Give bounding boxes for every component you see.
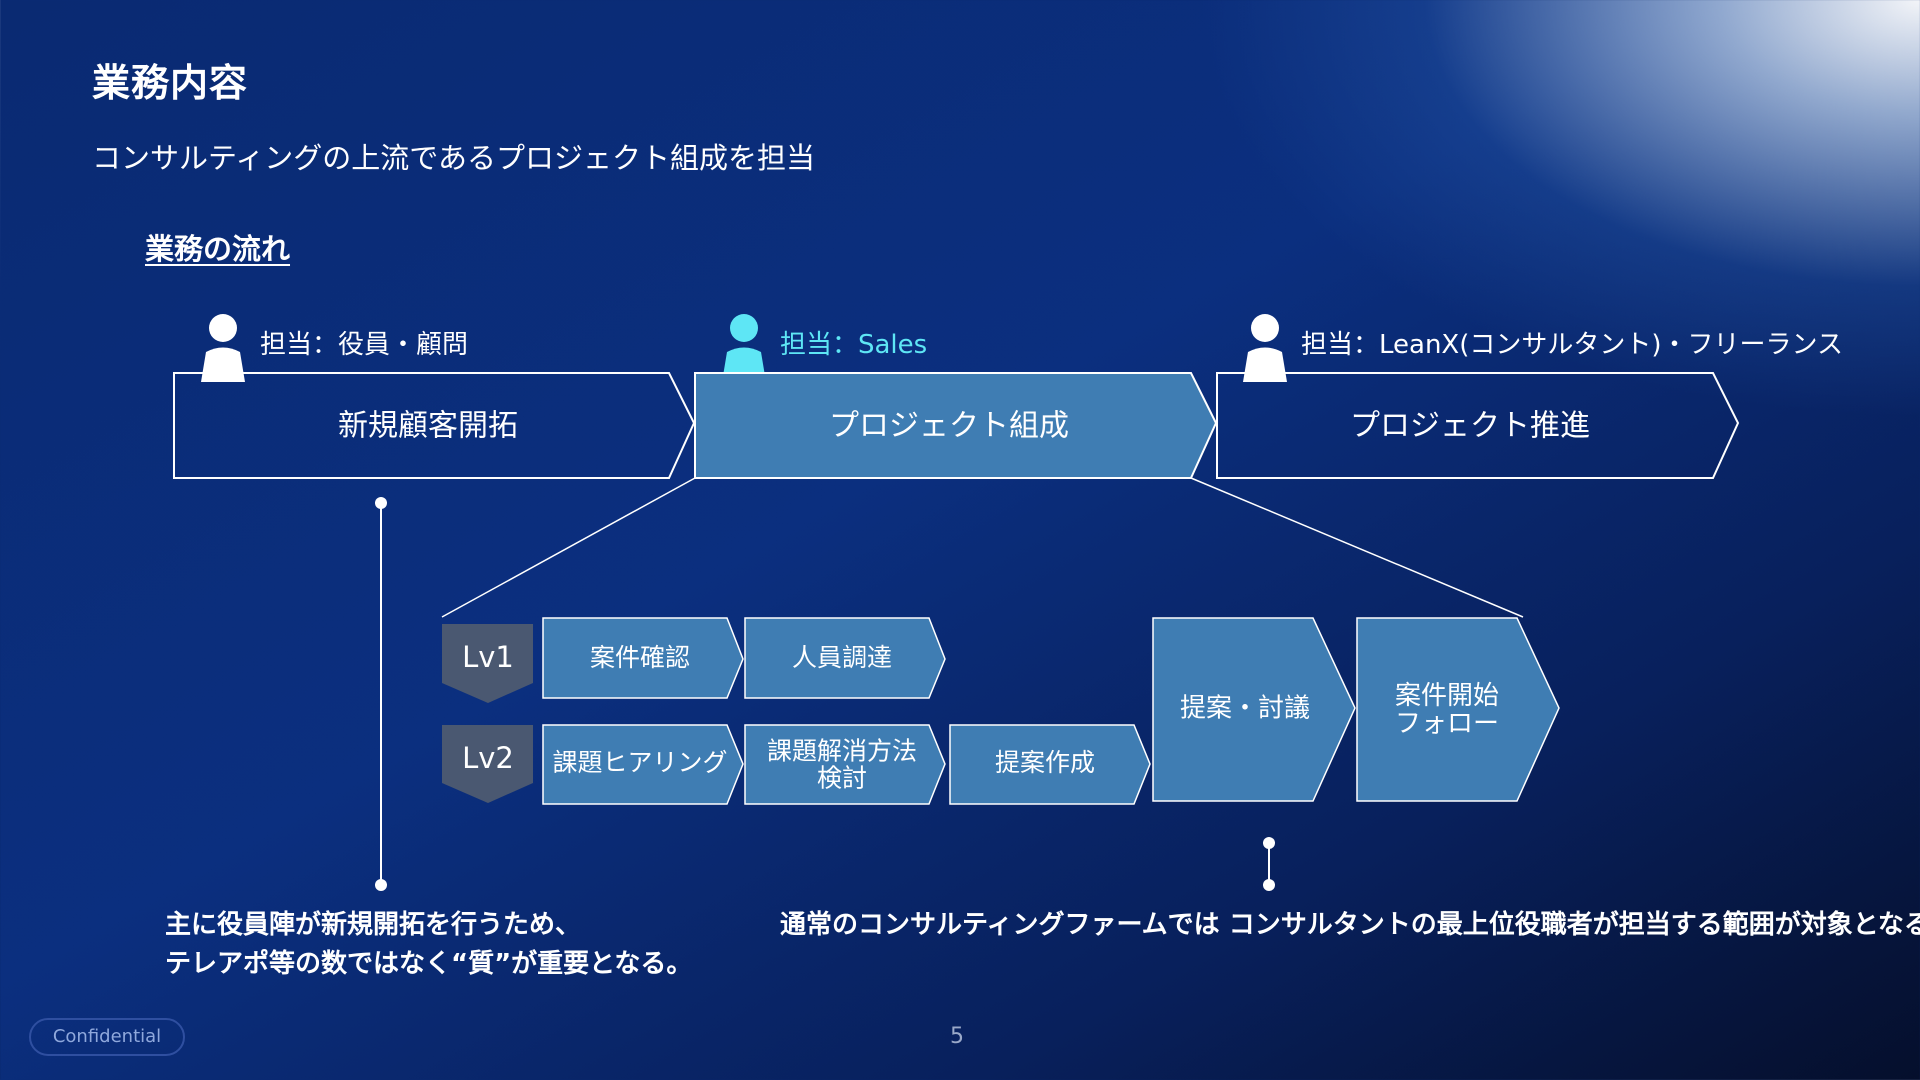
task-label: 提案作成 (995, 748, 1095, 777)
person-icon (1243, 314, 1287, 382)
level-badge-lv2 (442, 725, 533, 803)
connector-right (1263, 837, 1275, 891)
person-icon (722, 314, 766, 382)
page-title: 業務内容 (92, 61, 249, 105)
task-label-line: フォロー (1395, 709, 1499, 739)
task-box-large (1152, 617, 1356, 802)
task-box (744, 617, 946, 699)
task-label: 案件開始フォロー (1395, 681, 1499, 739)
note-left-line-2: テレアポ等の数ではなく“質”が重要となる。 (165, 949, 693, 979)
task-label: 課題解消方法検討 (767, 736, 917, 792)
task-label: 課題ヒアリング (552, 748, 727, 777)
stage-role-2: 担当：Sales (780, 330, 928, 360)
task-label-line: 検討 (817, 763, 867, 792)
task-label: 提案・討議 (1180, 694, 1310, 724)
connector-left (375, 497, 387, 891)
stage-arrow-2 (694, 372, 1218, 479)
task-box (744, 724, 946, 805)
task-label: 人員調達 (792, 643, 892, 672)
task-box (542, 724, 744, 805)
task-box-large (1356, 617, 1560, 802)
note-left-line-1: 主に役員陣が新規開拓を行うため、 (165, 910, 582, 940)
task-label-line: 課題解消方法 (767, 736, 917, 765)
level-badge-lv1 (442, 624, 533, 703)
note-right: 通常のコンサルティングファームでは コンサルタントの最上位役職者が担当する範囲が… (780, 910, 1920, 940)
level-label-lv1: Lv1 (462, 640, 514, 674)
confidential-badge: Confidential (29, 1018, 185, 1056)
level-label-lv2: Lv2 (462, 741, 514, 775)
stage-role-1: 担当：役員・顧問 (260, 330, 469, 360)
note-left: 主に役員陣が新規開拓を行うため、 テレアポ等の数ではなく“質”が重要となる。 (165, 906, 692, 984)
stage-arrow-1 (173, 372, 696, 479)
task-box (949, 724, 1151, 805)
stage-label-2: プロジェクト組成 (829, 409, 1069, 444)
stage-label-3: プロジェクト推進 (1350, 409, 1590, 444)
task-box (542, 617, 744, 699)
stage-arrow-3 (1216, 372, 1740, 479)
page-number: 5 (950, 1024, 964, 1049)
stage-label-1: 新規顧客開拓 (338, 409, 518, 444)
stage-role-3: 担当：LeanX(コンサルタント)・フリーランス (1301, 330, 1844, 360)
page-subtitle: コンサルティングの上流であるプロジェクト組成を担当 (92, 141, 815, 175)
zoom-line-left (441, 477, 696, 618)
person-icon (201, 314, 245, 382)
task-label: 案件確認 (590, 643, 690, 672)
zoom-line-right (1190, 477, 1524, 618)
flow-heading: 業務の流れ (145, 232, 291, 266)
task-label-line: 案件開始 (1395, 681, 1499, 711)
